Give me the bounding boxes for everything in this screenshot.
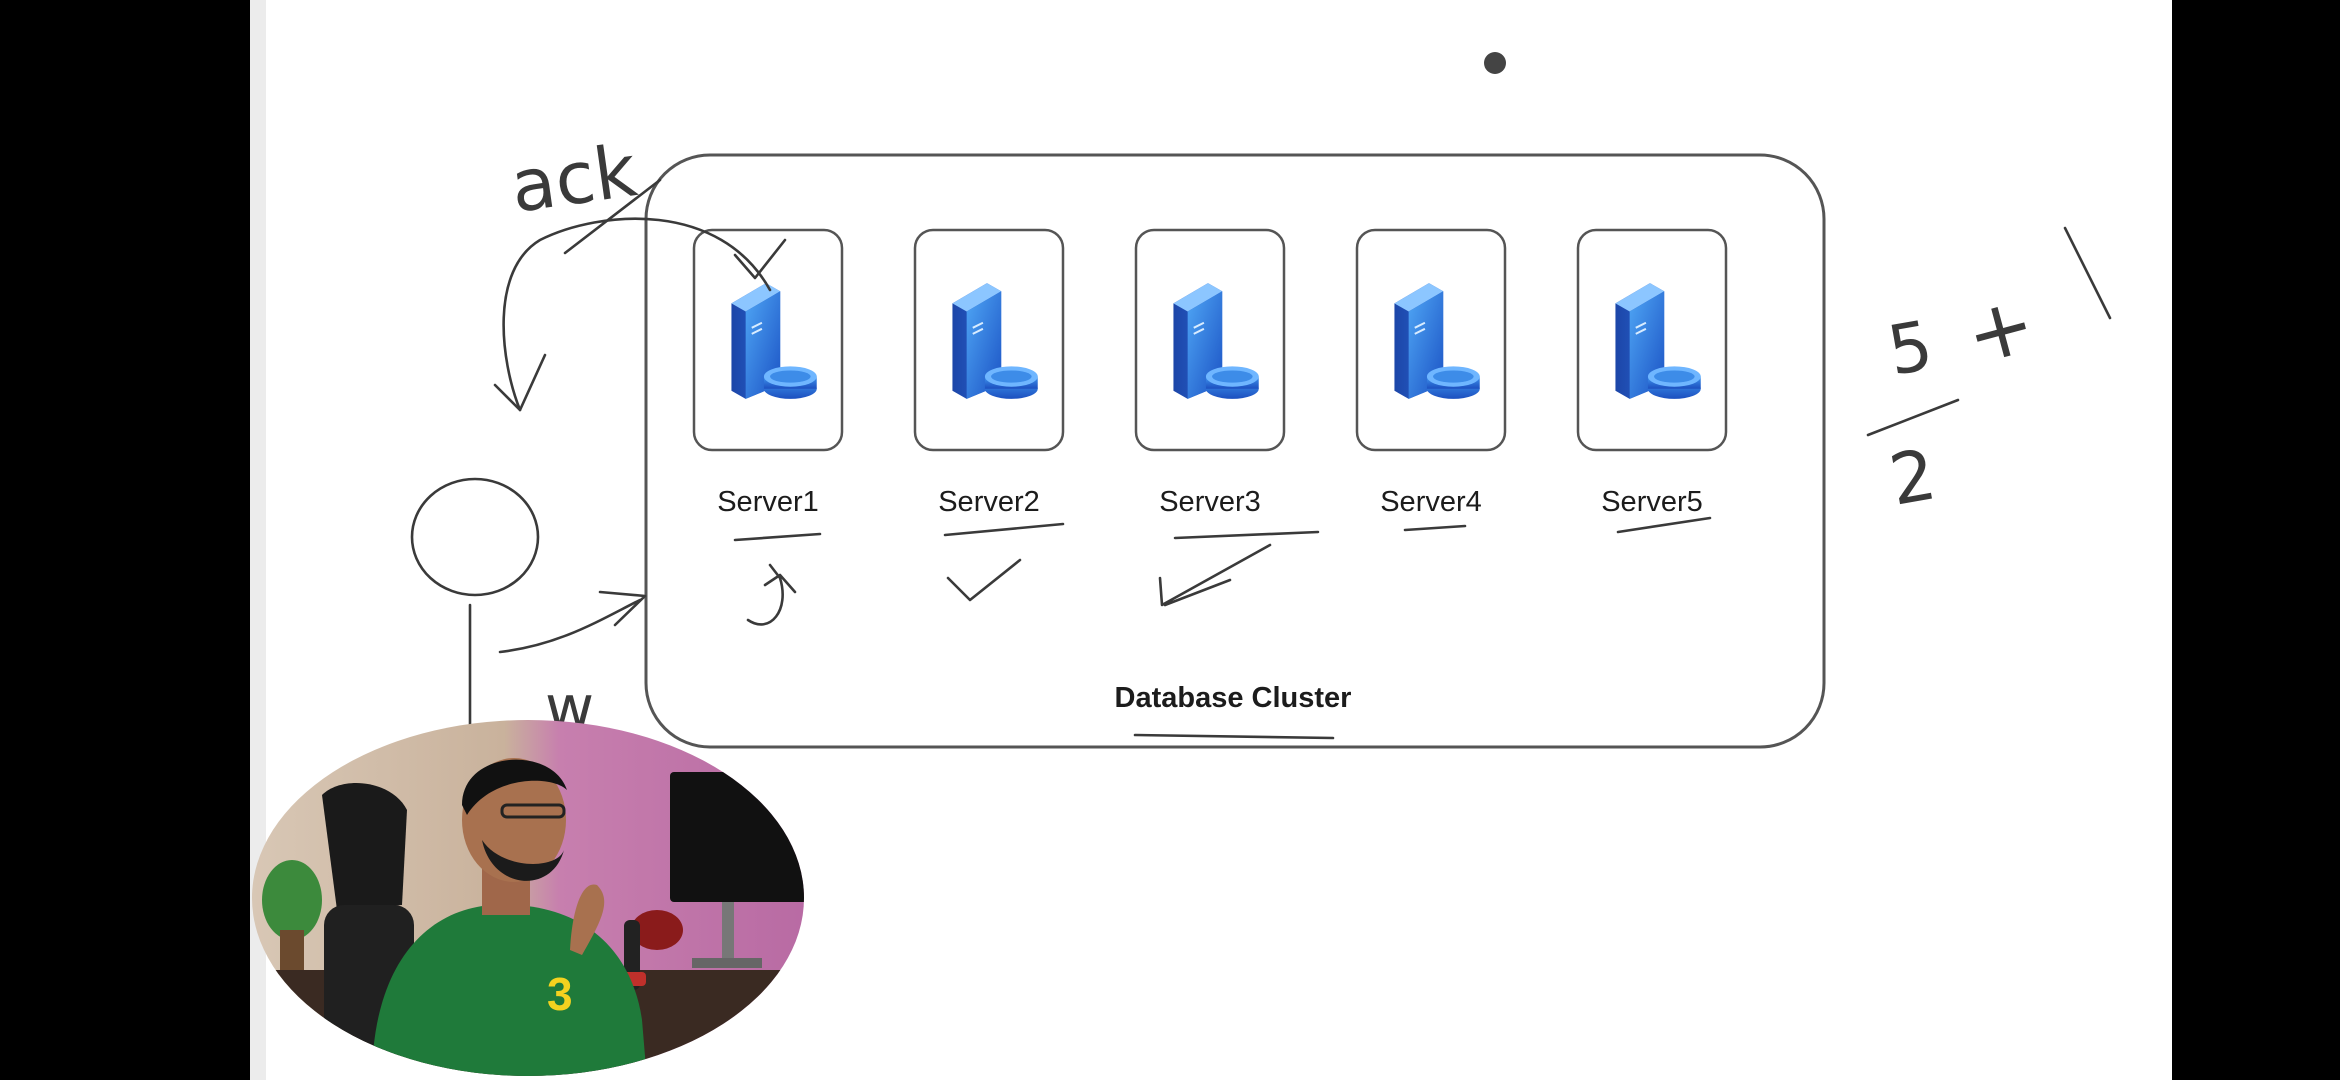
server-label: Server3 (1159, 486, 1261, 518)
ack-arrow (502, 217, 772, 412)
server-card-4 (1355, 228, 1507, 452)
check-server3 (1158, 543, 1272, 607)
mark-server1 (746, 563, 797, 626)
cluster-label: Database Cluster (1115, 682, 1352, 714)
quorum-addend-stroke (2063, 226, 2112, 320)
svg-text:3: 3 (547, 968, 573, 1020)
pointer-dot-icon (1484, 52, 1506, 74)
whiteboard-left-edge (250, 0, 266, 1080)
server-label: Server5 (1601, 486, 1703, 518)
server-card-2 (913, 228, 1065, 452)
server-label: Server2 (938, 486, 1040, 518)
server-card-5 (1576, 228, 1728, 452)
write-arrow (498, 598, 642, 654)
client-head (410, 477, 540, 597)
fraction-bar (1866, 398, 1960, 437)
quorum-plus: + (1956, 276, 2045, 383)
quorum-denominator: 2 (1884, 433, 1942, 521)
quorum-numerator: 5 (1882, 306, 1938, 391)
check-server2 (946, 558, 1022, 602)
server-label: Server4 (1380, 486, 1482, 518)
ack-handwriting: ack (506, 128, 642, 229)
server-label: Server1 (717, 486, 819, 518)
server-card-1 (692, 228, 844, 452)
database-cluster-box (644, 153, 1826, 749)
presenter-webcam: 3 (252, 720, 804, 1076)
server-card-3 (1134, 228, 1286, 452)
